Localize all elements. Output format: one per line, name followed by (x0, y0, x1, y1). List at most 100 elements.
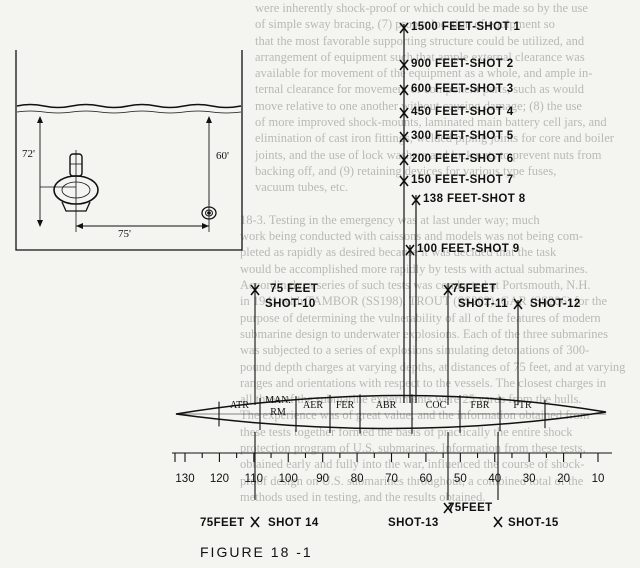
compartment-label: ABR (375, 400, 397, 411)
background-text-line: move relative to one another without cau… (255, 98, 582, 113)
inset-sketch (15, 50, 243, 251)
shot-mark (405, 244, 415, 256)
background-text-line: ternal clearance for movement of compone… (255, 82, 585, 97)
background-text-line: that the most favorable supporting struc… (255, 33, 585, 48)
compartment-label: FBR (470, 400, 490, 411)
shot-mark (399, 131, 409, 143)
shot-mark (399, 84, 409, 96)
scale-tick-label: 60 (419, 473, 433, 485)
scale-tick-label: 70 (385, 473, 398, 485)
inset-distance-label: 75' (118, 228, 131, 240)
inset-depth-left-label: 72' (22, 148, 35, 160)
background-text-line: methods used in testing, and the results… (240, 489, 486, 504)
vertical-shot-label: 200 FEET-SHOT 6 (411, 153, 514, 165)
arrow-left-top (37, 116, 43, 123)
shot13-mark (443, 502, 453, 514)
shot10-distance-label: 75 FEET (270, 283, 319, 295)
arrow-left-bottom (37, 220, 43, 227)
shot-mark (399, 175, 409, 187)
sub-keel (61, 201, 91, 212)
shot13-label: SHOT-13 (388, 517, 439, 529)
scale-tick-label: 20 (557, 473, 570, 485)
background-text-line: arrangement of equipment such that ample… (255, 49, 585, 64)
inset-frame (15, 50, 243, 251)
shot-mark (399, 22, 409, 34)
compartment-label: COC (425, 400, 447, 411)
background-text-line: work being conducted with caissons and m… (240, 229, 583, 244)
background-text-line: of more improved shock-mounts, laminated… (255, 115, 607, 130)
arrow-range-right (202, 223, 209, 229)
background-text-line: ranges and orientations with respect to … (240, 375, 607, 390)
vertical-shot-label: 600 FEET-SHOT 3 (411, 83, 514, 95)
arrow-right-top (206, 116, 212, 123)
shot13-distance-label: 75FEET (448, 502, 493, 514)
shot-mark (411, 194, 421, 206)
shot11-mark (443, 284, 453, 296)
vertical-shot-label: 1500 FEET-SHOT 1 (411, 21, 521, 33)
background-text-line: Accordingly, a series of such tests was … (240, 278, 591, 293)
background-text-line: available for movement of the equipment … (255, 66, 593, 81)
shot10-label: SHOT-10 (265, 298, 316, 310)
vertical-shot-marks (399, 22, 421, 256)
scale-tick-label: 100 (278, 473, 298, 485)
background-text-line: was subjected to a series of explosions … (240, 343, 590, 358)
background-text-line: elimination of cast iron fittings, welde… (255, 131, 614, 146)
background-text-line: pleted as rapidly as desired because it … (240, 245, 557, 260)
scale-tick-label: 130 (175, 473, 195, 485)
vertical-shot-label: 300 FEET-SHOT 5 (411, 130, 514, 142)
scale-tick-label: 40 (488, 473, 502, 485)
shot-mark (399, 154, 409, 166)
vertical-shot-label: 900 FEET-SHOT 2 (411, 58, 514, 70)
shot14-mark (250, 516, 260, 528)
shot15-label: SHOT-15 (508, 517, 559, 529)
inset-depth-right-label: 60' (216, 150, 229, 162)
compartment-label: FER (335, 400, 355, 411)
compartment-label: AER (303, 400, 323, 411)
depth-charge (201, 206, 217, 220)
background-text-line: were inherently shock-proof or which cou… (255, 1, 588, 15)
shot15-mark (493, 516, 503, 528)
background-text-line: would be accomplished more rapidly by te… (240, 261, 588, 276)
shot-mark (399, 107, 409, 119)
water-surface-2 (16, 110, 242, 114)
shot-mark (399, 59, 409, 71)
background-text-line: protection program of U.S. submarines. I… (240, 441, 586, 456)
sub-hull-inner (61, 181, 91, 199)
vertical-shot-axis (403, 24, 417, 403)
figure-title: FIGURE 18 -1 (200, 544, 313, 560)
background-text-line: 18-3. Testing in the emergency was at la… (240, 212, 540, 227)
shot10-mark (250, 284, 260, 296)
compartment-label-line1: MAN. (265, 395, 291, 406)
length-scale (172, 452, 612, 462)
shot12-mark (513, 298, 523, 310)
shot14-label: SHOT 14 (268, 517, 319, 529)
compartment-label: MAN.RM (260, 396, 296, 418)
background-text-line: of simple sway bracing, (7) proper locat… (255, 17, 555, 32)
background-text-line: backing off, and (9) retaining devices f… (255, 163, 557, 178)
background-text-line: in 1941 with TAMBOR (SS198), TROUT (SS20… (240, 294, 608, 309)
compartment-label: ATR (230, 400, 249, 411)
scale-tick-label: 50 (453, 473, 467, 485)
compartment-label-line2: RM (270, 407, 286, 418)
background-text-line: purpose of determining the vulnerability… (240, 310, 601, 325)
background-text-line: submarine design to underwater explosion… (240, 326, 608, 341)
vertical-shot-label: 100 FEET-SHOT 9 (417, 243, 520, 255)
background-text-line: The experience was of great value, and t… (240, 408, 590, 423)
background-text-line: vacuum tubes, etc. (255, 180, 349, 195)
background-text-line: joints, and the use of lock washers and … (255, 147, 602, 162)
scale-tick-label: 30 (522, 473, 536, 485)
vertical-shot-label: 450 FEET-SHOT 4 (411, 106, 514, 118)
scale-tick-label: 110 (244, 473, 263, 485)
hull-outline (175, 394, 607, 430)
shot14-distance-label: 75FEET (200, 517, 245, 529)
sub-conning-tower (69, 153, 83, 177)
shot11-label: SHOT-11 (458, 298, 509, 310)
vertical-shot-label: 138 FEET-SHOT 8 (423, 193, 526, 205)
scale-tick-label: 90 (316, 473, 330, 485)
submarine-hull (175, 394, 607, 434)
shot12-label: SHOT-12 (530, 298, 581, 310)
background-text-line: all three of the submarine experiments w… (240, 392, 582, 407)
scale-tick-label: 80 (350, 473, 364, 485)
